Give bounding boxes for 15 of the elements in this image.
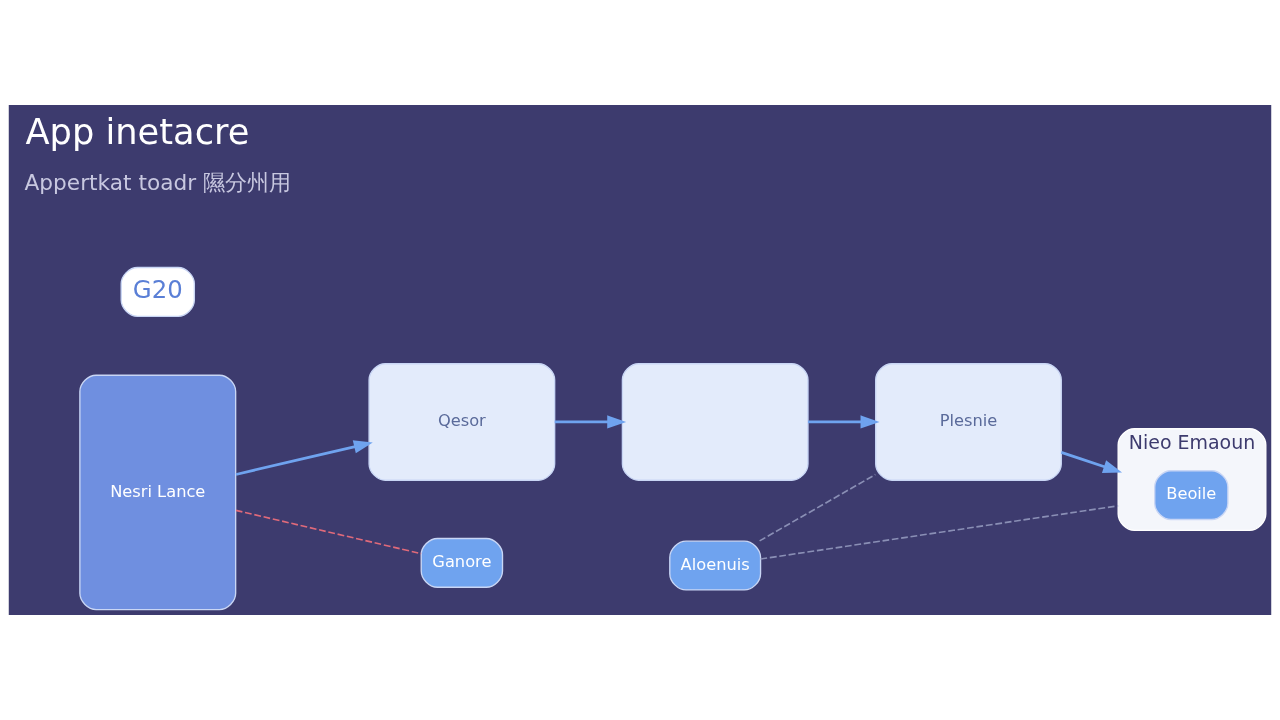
node-box: Beoile (1154, 470, 1229, 521)
arrow (554, 415, 627, 429)
diagram-title: App inetacre (25, 111, 250, 153)
node-box: Ganore (420, 537, 504, 588)
node-box (621, 363, 809, 481)
arrow (1060, 451, 1123, 473)
node-box: Qesor (368, 363, 556, 481)
label: Appertkat toadr 隰分州用 (24, 170, 291, 196)
node-box: Aloenuis (669, 540, 762, 591)
node-box: G20 (120, 266, 195, 317)
node-box: Nesri Lance (79, 374, 237, 611)
arrow (235, 440, 373, 476)
node-box: Plesnie (875, 363, 1062, 481)
arrow (808, 415, 880, 429)
connector (759, 505, 1119, 560)
